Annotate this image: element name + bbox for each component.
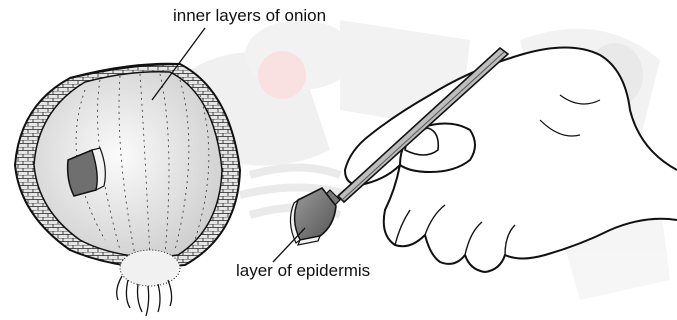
onion-root bbox=[117, 250, 180, 316]
label-inner-layers: inner layers of onion bbox=[173, 6, 326, 26]
label-layer-of-epidermis: layer of epidermis bbox=[236, 261, 370, 281]
cut-onion bbox=[15, 64, 240, 316]
